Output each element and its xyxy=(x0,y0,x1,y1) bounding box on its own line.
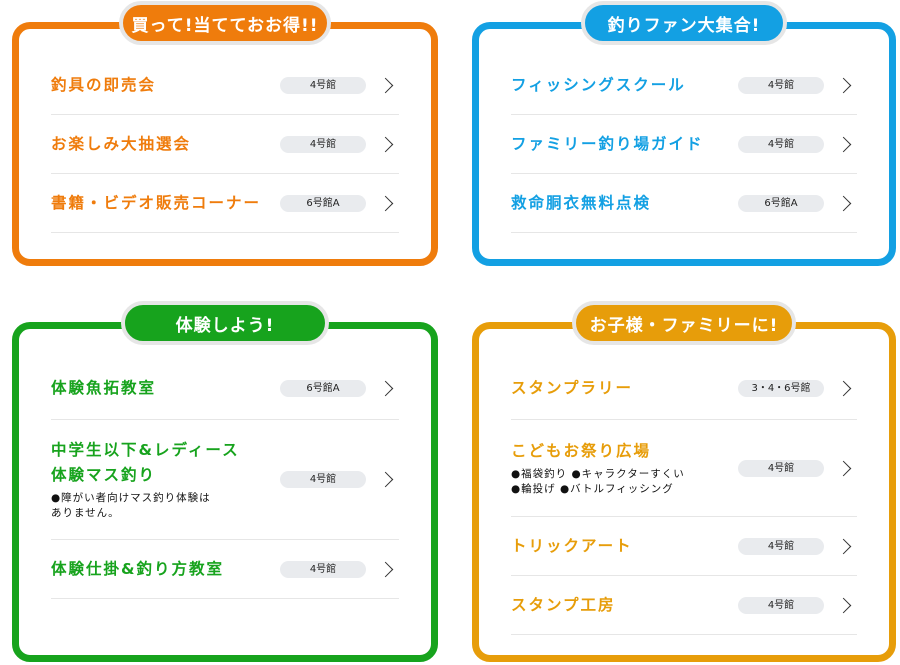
chevron-right-icon xyxy=(377,380,394,396)
chevron-right-icon xyxy=(377,471,394,488)
hall-badge: 4号館 xyxy=(738,135,824,153)
hall-badge: 4号館 xyxy=(280,471,366,488)
item-list: 体験魚拓教室 6号館A 中学生以下&レディース 体験マス釣り ●障がい者向けマス… xyxy=(51,357,399,599)
list-item-family-guide[interactable]: ファミリー釣り場ガイド 4号館 xyxy=(511,115,857,174)
chevron-right-icon xyxy=(835,77,852,94)
card-fishing-fans: 釣りファン大集合! フィッシングスクール 4号館 ファミリー釣り場ガイド 4号館… xyxy=(472,1,896,266)
item-label: 体験魚拓教室 xyxy=(51,378,157,397)
item-label: トリックアート xyxy=(511,536,633,555)
item-label: 書籍・ビデオ販売コーナー xyxy=(51,193,262,212)
item-label: フィッシングスクール xyxy=(511,76,686,94)
chevron-right-icon xyxy=(377,195,394,211)
item-label: こどもお祭り広場 xyxy=(511,442,652,460)
hall-badge: 3・4・6号館 xyxy=(738,379,824,397)
card-title: お子様・ファミリーに! xyxy=(572,301,796,345)
hall-badge: 4号館 xyxy=(280,560,366,578)
chevron-right-icon xyxy=(377,136,394,152)
card-title: 買って!当てておお得!! xyxy=(119,1,331,45)
chevron-right-icon xyxy=(835,380,852,396)
item-label: 中学生以下&レディース 体験マス釣り xyxy=(51,441,240,484)
item-label: 釣具の即売会 xyxy=(51,76,157,94)
item-note: ●福袋釣り ●キャラクターすくい ●輪投げ ●バトルフィッシング xyxy=(511,468,685,495)
hall-badge: 4号館 xyxy=(738,77,824,94)
chevron-right-icon xyxy=(835,538,852,554)
chevron-right-icon xyxy=(377,77,394,94)
list-item-kids-festival[interactable]: こどもお祭り広場 ●福袋釣り ●キャラクターすくい ●輪投げ ●バトルフィッシン… xyxy=(511,420,857,517)
item-label: 救命胴衣無料点検 xyxy=(511,193,652,212)
hall-badge: 6号館A xyxy=(280,194,366,212)
item-list: 釣具の即売会 4号館 お楽しみ大抽選会 4号館 書籍・ビデオ販売コーナー 6号館… xyxy=(51,57,399,233)
list-item-tackle-sale[interactable]: 釣具の即売会 4号館 xyxy=(51,57,399,115)
list-item-fishing-school[interactable]: フィッシングスクール 4号館 xyxy=(511,57,857,115)
list-item-stamp-workshop[interactable]: スタンプ工房 4号館 xyxy=(511,576,857,635)
list-item-books-video[interactable]: 書籍・ビデオ販売コーナー 6号館A xyxy=(51,174,399,233)
hall-badge: 4号館 xyxy=(738,596,824,614)
chevron-right-icon xyxy=(835,597,852,613)
item-label: スタンプ工房 xyxy=(511,595,616,614)
chevron-right-icon xyxy=(835,195,852,211)
card-title: 釣りファン大集合! xyxy=(581,1,787,45)
list-item-rigging-class[interactable]: 体験仕掛&釣り方教室 4号館 xyxy=(51,540,399,599)
hall-badge: 6号館A xyxy=(738,194,824,212)
chevron-right-icon xyxy=(835,136,852,152)
hall-badge: 4号館 xyxy=(738,459,824,477)
hall-badge: 4号館 xyxy=(280,135,366,153)
item-label: お楽しみ大抽選会 xyxy=(51,134,192,153)
item-label: 体験仕掛&釣り方教室 xyxy=(51,559,225,578)
list-item-lifejacket-check[interactable]: 救命胴衣無料点検 6号館A xyxy=(511,174,857,233)
hall-badge: 4号館 xyxy=(738,537,824,555)
item-label: スタンプラリー xyxy=(511,378,634,397)
item-note: ●障がい者向けマス釣り体験は ありません。 xyxy=(51,492,211,519)
list-item-lottery[interactable]: お楽しみ大抽選会 4号館 xyxy=(51,115,399,174)
card-title: 体験しよう! xyxy=(121,301,329,345)
list-item-trout-fishing[interactable]: 中学生以下&レディース 体験マス釣り ●障がい者向けマス釣り体験は ありません。… xyxy=(51,420,399,540)
item-list: スタンプラリー 3・4・6号館 こどもお祭り広場 ●福袋釣り ●キャラクターすく… xyxy=(511,357,857,635)
list-item-gyotaku[interactable]: 体験魚拓教室 6号館A xyxy=(51,357,399,420)
card-buy-and-win: 買って!当てておお得!! 釣具の即売会 4号館 お楽しみ大抽選会 4号館 書籍・… xyxy=(12,1,438,266)
item-label: ファミリー釣り場ガイド xyxy=(511,134,704,153)
hall-badge: 6号館A xyxy=(280,379,366,397)
item-list: フィッシングスクール 4号館 ファミリー釣り場ガイド 4号館 救命胴衣無料点検 … xyxy=(511,57,857,233)
list-item-stamp-rally[interactable]: スタンプラリー 3・4・6号館 xyxy=(511,357,857,420)
chevron-right-icon xyxy=(377,561,394,577)
card-kids-family: お子様・ファミリーに! スタンプラリー 3・4・6号館 こどもお祭り広場 ●福袋… xyxy=(472,301,896,662)
chevron-right-icon xyxy=(835,460,852,476)
hall-badge: 4号館 xyxy=(280,77,366,94)
list-item-trick-art[interactable]: トリックアート 4号館 xyxy=(511,517,857,576)
card-experience: 体験しよう! 体験魚拓教室 6号館A 中学生以下&レディース 体験マス釣り ●障… xyxy=(12,301,438,662)
